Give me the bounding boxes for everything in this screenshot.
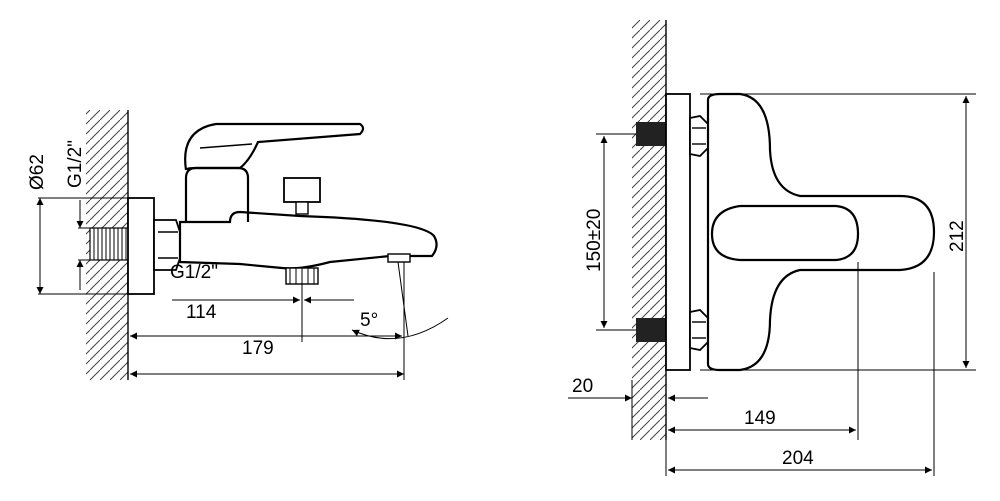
thread-label-bottom: G1/2" bbox=[170, 262, 218, 283]
wall-hatch-right bbox=[632, 20, 666, 440]
thread-inlet-bottom bbox=[636, 318, 666, 342]
handle-depth-label: 149 bbox=[744, 408, 776, 429]
angle-label: 5° bbox=[360, 310, 378, 331]
total-depth-label: 204 bbox=[782, 448, 814, 469]
lever-handle-side bbox=[184, 122, 365, 171]
faucet-body-spout bbox=[178, 210, 438, 270]
thread-label-top: G1/2" bbox=[65, 140, 86, 188]
centers-label: 150±20 bbox=[584, 209, 605, 272]
faucet-body-front bbox=[706, 92, 936, 372]
spout-dim-label: 114 bbox=[186, 302, 217, 323]
length-label: 179 bbox=[242, 338, 274, 359]
wall-depth-label: 20 bbox=[572, 376, 593, 397]
hex-nut-bottom bbox=[689, 309, 709, 351]
hex-nut-top bbox=[689, 115, 709, 157]
height-label: 212 bbox=[947, 220, 968, 252]
mounting-plate bbox=[665, 93, 691, 371]
side-view: Ø62 G1/2" G1/2" 114 179 5° bbox=[27, 110, 449, 380]
diameter-label: Ø62 bbox=[27, 154, 48, 190]
thread-inlet-top bbox=[636, 122, 666, 146]
cartridge-housing bbox=[184, 166, 250, 222]
thread-lines bbox=[93, 228, 127, 260]
lever-handle-front bbox=[710, 204, 860, 262]
front-view: 212 150±20 20 149 204 bbox=[568, 20, 976, 476]
aerator bbox=[387, 253, 411, 263]
escutcheon-flange bbox=[127, 197, 155, 295]
diverter-knob bbox=[283, 177, 321, 203]
